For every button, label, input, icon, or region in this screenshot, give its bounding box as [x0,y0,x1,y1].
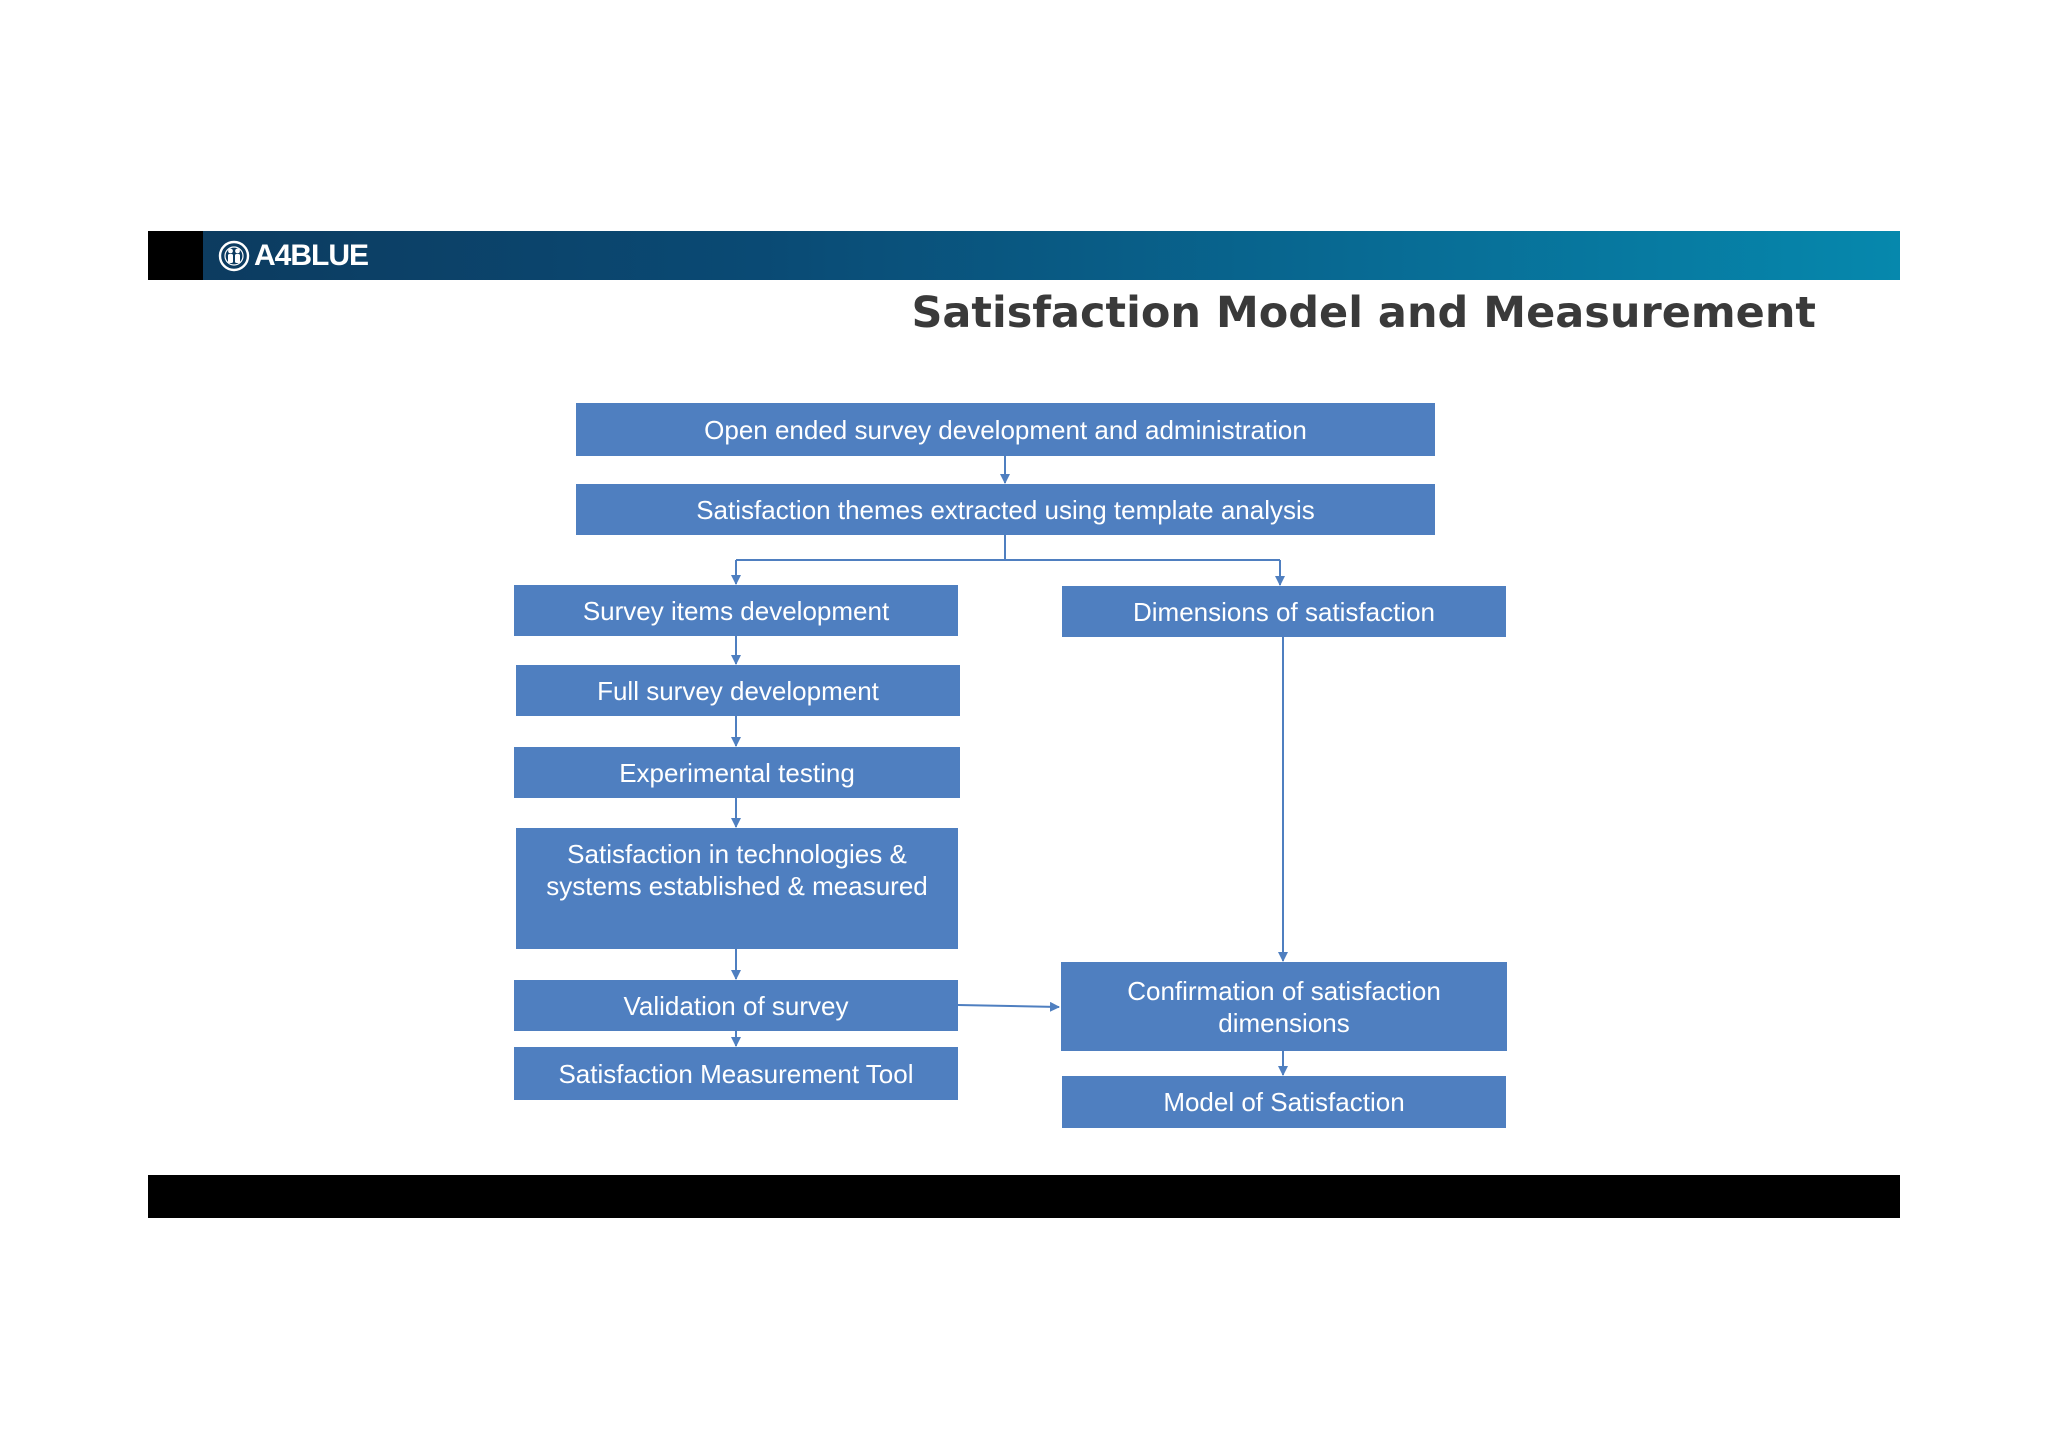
box-label: Validation of survey [623,990,849,1021]
box-model: Model of Satisfaction [1062,1076,1506,1128]
box-label: Survey items development [582,595,890,626]
footer-bar [148,1175,1900,1218]
box-label: Confirmation of satisfaction dimensions [1127,975,1441,1038]
box-experimental-testing: Experimental testing [514,747,960,798]
box-full-survey: Full survey development [516,665,960,716]
box-themes-extracted: Satisfaction themes extracted using temp… [576,484,1435,535]
box-label: Satisfaction Measurement Tool [558,1058,914,1089]
box-label: Dimensions of satisfaction [1132,596,1436,627]
logo: A4BLUE [218,237,369,274]
globe-people-icon [218,240,250,271]
box-validation: Validation of survey [514,980,958,1031]
header-black-block [148,231,203,280]
box-label: Open ended survey development and admini… [704,414,1307,445]
box-label: Model of Satisfaction [1163,1087,1405,1117]
box-label: Experimental testing [619,757,855,788]
arrow-validation-to-confirmation [957,1001,1060,1012]
logo-text: A4BLUE [254,238,369,272]
box-measurement-tool: Satisfaction Measurement Tool [514,1047,958,1100]
box-label: Full survey development [597,675,879,706]
box-confirmation: Confirmation of satisfaction dimensions [1061,962,1507,1051]
box-dimensions: Dimensions of satisfaction [1062,586,1506,637]
box-label: Satisfaction themes extracted using temp… [696,494,1315,525]
box-satisfaction-technologies: Satisfaction in technologies & systems e… [516,828,958,949]
box-open-ended-survey: Open ended survey development and admini… [576,403,1435,456]
slide-title: Satisfaction Model and Measurement [911,288,1816,338]
box-survey-items: Survey items development [514,585,958,636]
box-label: Satisfaction in technologies & systems e… [546,839,928,901]
header-bar: A4BLUE [148,231,1900,280]
